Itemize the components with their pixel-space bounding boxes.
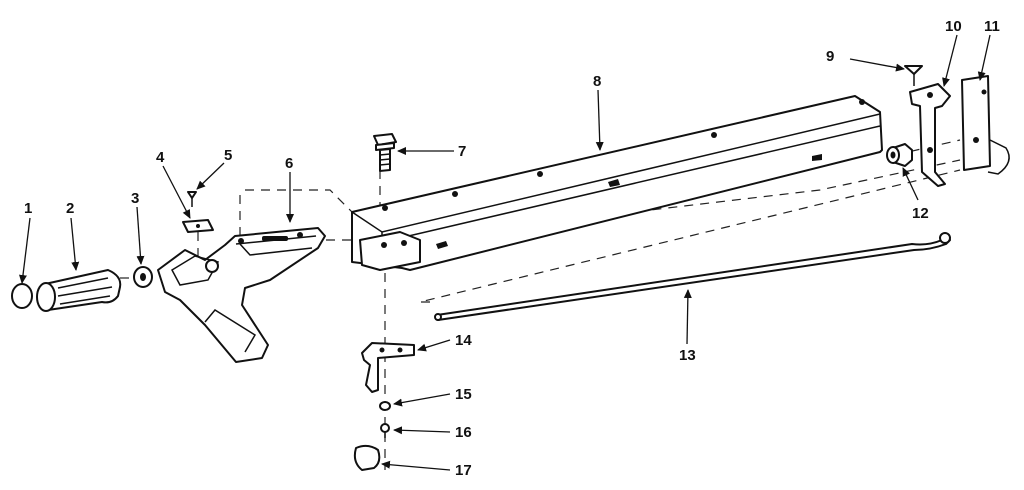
callout-1: 1: [24, 200, 32, 217]
callout-9: 9: [826, 48, 834, 65]
callout-11: 11: [984, 18, 1000, 35]
callout-8: 8: [593, 73, 601, 90]
part-8-rear-rail: [351, 95, 883, 271]
part-5-screw: [187, 191, 197, 207]
callout-5: 5: [224, 147, 232, 164]
part-14-clamp-bracket: [361, 342, 415, 393]
callout-2: 2: [66, 200, 74, 217]
part-7-hex-bolt: [373, 133, 397, 172]
callout-7: 7: [458, 143, 466, 160]
callout-14: 14: [455, 332, 472, 349]
callout-4: 4: [156, 149, 165, 166]
callout-6: 6: [285, 155, 293, 172]
part-1-end-cap: [11, 283, 33, 309]
part-12-bushing: [886, 143, 913, 167]
part-6-rail-bracket: [157, 227, 326, 363]
callout-labels: 1 2 3 4 5 6 7 8 9 10 11 12 13 14 15 16 1…: [24, 18, 1000, 479]
part-15-washer: [379, 401, 391, 411]
part-3-washer: [133, 266, 153, 288]
callout-12: 12: [912, 205, 929, 222]
callout-15: 15: [455, 386, 472, 403]
part-17-knob-cap: [353, 444, 381, 471]
part-16-screw: [380, 423, 390, 438]
part-13-lock-rod: [434, 232, 951, 321]
callout-13: 13: [679, 347, 696, 364]
callout-17: 17: [455, 462, 472, 479]
part-4-clip-plate: [182, 219, 214, 233]
part-2-handle-grip: [36, 269, 122, 312]
callout-10: 10: [945, 18, 962, 35]
part-10-end-bracket: [909, 83, 951, 187]
leader-lines: [19, 34, 991, 471]
callout-3: 3: [131, 190, 139, 207]
callout-16: 16: [455, 424, 472, 441]
part-9-screw: [904, 65, 923, 86]
part-11-end-plate: [961, 75, 1010, 175]
